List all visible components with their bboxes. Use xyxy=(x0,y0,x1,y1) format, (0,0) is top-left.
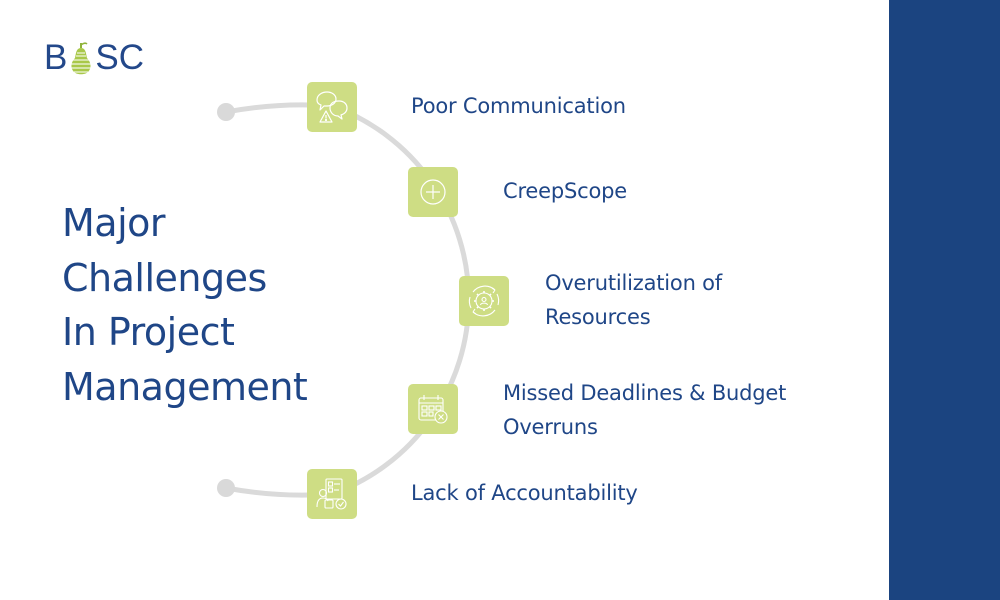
bosc-logo: B SC xyxy=(44,38,144,78)
arc-end-dot xyxy=(217,479,235,497)
logo-text-right: SC xyxy=(95,38,144,77)
gear-user-cycle-icon xyxy=(468,285,500,317)
calendar-cancel-icon xyxy=(418,395,448,424)
checklist-person-icon xyxy=(316,478,347,510)
arc-start-dot xyxy=(217,103,235,121)
challenge-label-2: CreepScope xyxy=(503,179,627,203)
challenge-icon-box-3 xyxy=(459,276,509,326)
pear-icon xyxy=(68,40,94,76)
challenge-label-1: Poor Communication xyxy=(411,94,626,118)
challenge-label-4: Missed Deadlines & Budget Overruns xyxy=(503,381,787,439)
title-line: In Project xyxy=(62,310,235,354)
challenge-label-3: Overutilization of Resources xyxy=(545,271,722,329)
title-line: Management xyxy=(62,364,308,409)
title-line: Major xyxy=(62,201,166,245)
challenge-label-5: Lack of Accountability xyxy=(411,481,638,505)
challenge-icon-box-1 xyxy=(307,82,357,132)
title-line: Challenges xyxy=(62,255,267,300)
challenge-icon-box-2 xyxy=(408,167,458,217)
logo-text-left: B xyxy=(44,38,68,77)
challenge-icon-box-4 xyxy=(408,384,458,434)
plus-circle-icon xyxy=(420,179,446,205)
page-title: Major Challenges In Project Management xyxy=(62,196,308,414)
challenge-icon-box-5 xyxy=(307,469,357,519)
side-panel xyxy=(889,0,1000,600)
chat-warning-icon xyxy=(316,91,348,123)
